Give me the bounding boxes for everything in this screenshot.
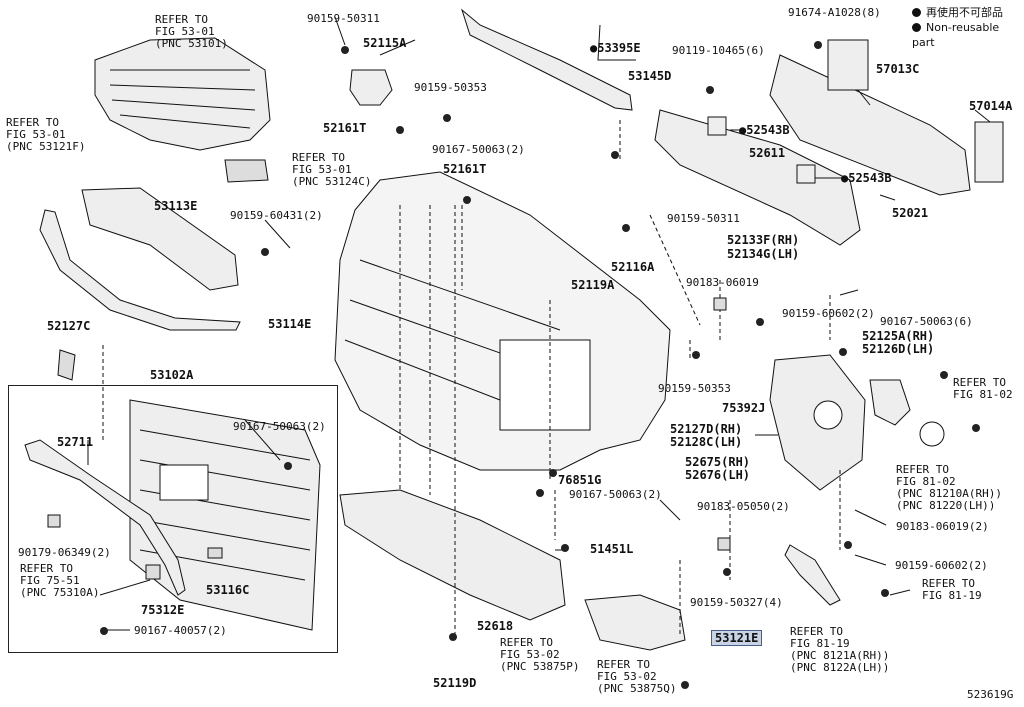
- bracket-52115a-part: [349, 69, 393, 106]
- spoiler-53114e-part: [39, 209, 241, 331]
- part-90167-50063-b[interactable]: 90167-50063(2): [233, 420, 326, 433]
- part-90167-50063-a[interactable]: 90167-50063(2): [432, 143, 525, 156]
- bullet-icon: [912, 8, 921, 17]
- part-52125a[interactable]: 52125A(RH): [862, 329, 935, 343]
- grille-assembly-box: [8, 385, 338, 653]
- part-53114e[interactable]: 53114E: [268, 317, 312, 331]
- part-52119d[interactable]: 52119D: [433, 676, 477, 690]
- legend: 再使用不可部品 Non-reusable part: [912, 5, 1024, 50]
- part-52618[interactable]: 52618: [477, 619, 514, 633]
- part-90159-50311-b[interactable]: 90159-50311: [667, 212, 740, 225]
- part-53116c[interactable]: 53116C: [206, 583, 250, 597]
- grille-molding-52711-part: [24, 439, 186, 596]
- part-52161t-b[interactable]: 52161T: [443, 162, 487, 176]
- part-90119-10465[interactable]: 90119-10465(6): [672, 44, 765, 57]
- bracket-57013c-part: [827, 39, 869, 91]
- bracket-52125a-part: [869, 379, 911, 426]
- part-53121e-highlighted[interactable]: 53121E: [711, 630, 763, 646]
- part-75392j[interactable]: 75392J: [722, 401, 766, 415]
- part-53395e[interactable]: ●53395E: [590, 41, 641, 55]
- part-52675[interactable]: 52675(RH): [685, 455, 751, 469]
- part-52543b-b[interactable]: ●52543B: [841, 171, 892, 185]
- part-75312e[interactable]: 75312E: [141, 603, 185, 617]
- part-90183-06019[interactable]: 90183-06019: [686, 276, 759, 289]
- part-52128c[interactable]: 52128C(LH): [670, 435, 743, 449]
- part-76851g[interactable]: 76851G: [558, 473, 602, 487]
- part-90167-50063-c[interactable]: 90167-50063(2): [569, 488, 662, 501]
- part-90159-60602-b[interactable]: 90159-60602(2): [895, 559, 988, 572]
- callout-53101[interactable]: REFER TO FIG 53-01 (PNC 53101): [155, 13, 228, 50]
- part-52119a[interactable]: 52119A: [571, 278, 615, 292]
- part-52134g[interactable]: 52134G(LH): [727, 247, 800, 261]
- callout-81-19b[interactable]: REFER TO FIG 81-19 (PNC 8121A(RH)) (PNC …: [790, 625, 890, 674]
- part-90183-06019-2[interactable]: 90183-06019(2): [896, 520, 989, 533]
- part-90159-50327[interactable]: 90159-50327(4): [690, 596, 783, 609]
- callout-81-19a[interactable]: REFER TO FIG 81-19: [922, 577, 982, 602]
- part-90159-50353[interactable]: 90159-50353: [414, 81, 487, 94]
- part-52127c[interactable]: 52127C: [47, 319, 91, 333]
- callout-81210a[interactable]: REFER TO FIG 81-02 (PNC 81210A(RH)) (PNC…: [896, 463, 1002, 512]
- part-90159-60431[interactable]: 90159-60431(2): [230, 209, 323, 222]
- figure-code: 523619G: [967, 688, 1014, 701]
- part-90179-06349[interactable]: 90179-06349(2): [18, 546, 111, 559]
- deflector-53113e-part: [81, 187, 239, 291]
- bullet-icon: [912, 23, 921, 32]
- callout-53121f[interactable]: REFER TO FIG 53-01 (PNC 53121F): [6, 116, 86, 153]
- part-53113e[interactable]: 53113E: [154, 199, 198, 213]
- callout-81-02[interactable]: REFER TO FIG 81-02: [953, 376, 1013, 401]
- absorber-52611-part: [654, 109, 861, 246]
- part-57014a[interactable]: 57014A: [969, 99, 1013, 113]
- bracket-52127d-part: [784, 544, 841, 606]
- callout-53124c[interactable]: REFER TO FIG 53-01 (PNC 53124C): [292, 151, 372, 188]
- part-90183-05050[interactable]: 90183-05050(2): [697, 500, 790, 513]
- part-90167-40057[interactable]: 90167-40057(2): [134, 624, 227, 637]
- legend-item-en: Non-reusable part: [912, 21, 1000, 49]
- part-90167-50063-6[interactable]: 90167-50063(6): [880, 315, 973, 328]
- legend-item-jp: 再使用不可部品: [912, 5, 1024, 20]
- part-52021[interactable]: 52021: [892, 206, 929, 220]
- part-52116a[interactable]: 52116A: [611, 260, 655, 274]
- bracket-57014a-part: [974, 121, 1004, 183]
- molding-strip-part: [461, 8, 633, 111]
- reinforcement-52021-part: [769, 54, 971, 196]
- part-90159-50353-b[interactable]: 90159-50353: [658, 382, 731, 395]
- part-91674-a1028[interactable]: 91674-A1028(8): [788, 6, 881, 19]
- part-52126d[interactable]: 52126D(LH): [862, 342, 935, 356]
- callout-53875q[interactable]: REFER TO FIG 53-02 (PNC 53875Q): [597, 658, 677, 695]
- part-52611[interactable]: 52611: [749, 146, 786, 160]
- part-52676[interactable]: 52676(LH): [685, 468, 751, 482]
- part-90159-60602-a[interactable]: 90159-60602(2): [782, 307, 875, 320]
- undercover-53121e-part: [584, 594, 686, 651]
- part-52133f[interactable]: 52133F(RH): [727, 233, 800, 247]
- fog-lamp-part: [919, 421, 945, 447]
- part-53145d[interactable]: 53145D: [628, 69, 672, 83]
- part-52127d[interactable]: 52127D(RH): [670, 422, 743, 436]
- undercover-52618-part: [339, 489, 566, 621]
- part-51451l[interactable]: 51451L: [590, 542, 634, 556]
- upper-grille-part: [94, 37, 271, 151]
- part-52711[interactable]: 52711: [57, 435, 94, 449]
- callout-75310a[interactable]: REFER TO FIG 75-51 (PNC 75310A): [20, 562, 100, 599]
- part-53102a[interactable]: 53102A: [150, 368, 194, 382]
- part-90159-50311[interactable]: 90159-50311: [307, 12, 380, 25]
- callout-53875p[interactable]: REFER TO FIG 53-02 (PNC 53875P): [500, 636, 580, 673]
- part-57013c[interactable]: 57013C: [876, 62, 920, 76]
- part-52115a[interactable]: 52115A: [363, 36, 407, 50]
- part-52161t[interactable]: 52161T: [323, 121, 367, 135]
- part-52543b-a[interactable]: ●52543B: [739, 123, 790, 137]
